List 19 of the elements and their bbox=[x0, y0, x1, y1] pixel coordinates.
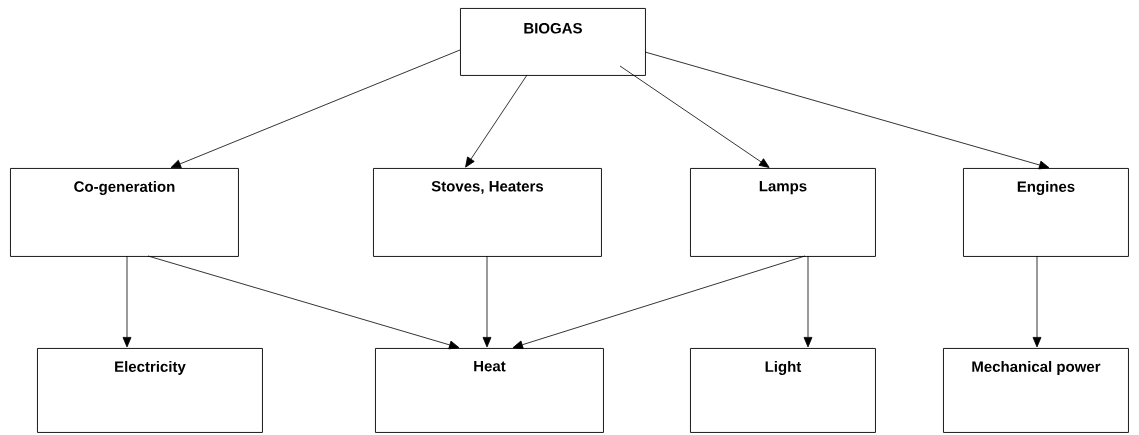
arrow bbox=[482, 255, 492, 348]
flow-box: Lamps bbox=[690, 168, 876, 257]
arrow bbox=[803, 255, 813, 348]
arrow bbox=[512, 255, 806, 350]
arrow bbox=[619, 65, 770, 168]
arrow bbox=[170, 49, 461, 169]
arrow bbox=[1032, 255, 1042, 348]
flow-box: Heat bbox=[375, 348, 604, 433]
flow-box: Light bbox=[690, 348, 876, 433]
flow-box: Stoves, Heaters bbox=[373, 168, 602, 257]
flow-box: BIOGAS bbox=[460, 8, 646, 76]
arrow bbox=[122, 255, 132, 348]
flow-box: Engines bbox=[963, 168, 1129, 257]
arrow bbox=[644, 51, 1050, 170]
flow-box: Co-generation bbox=[10, 168, 239, 257]
flow-box: Mechanical power bbox=[943, 348, 1129, 433]
arrow bbox=[465, 74, 528, 168]
flow-box: Electricity bbox=[37, 348, 263, 433]
arrow bbox=[147, 255, 460, 350]
